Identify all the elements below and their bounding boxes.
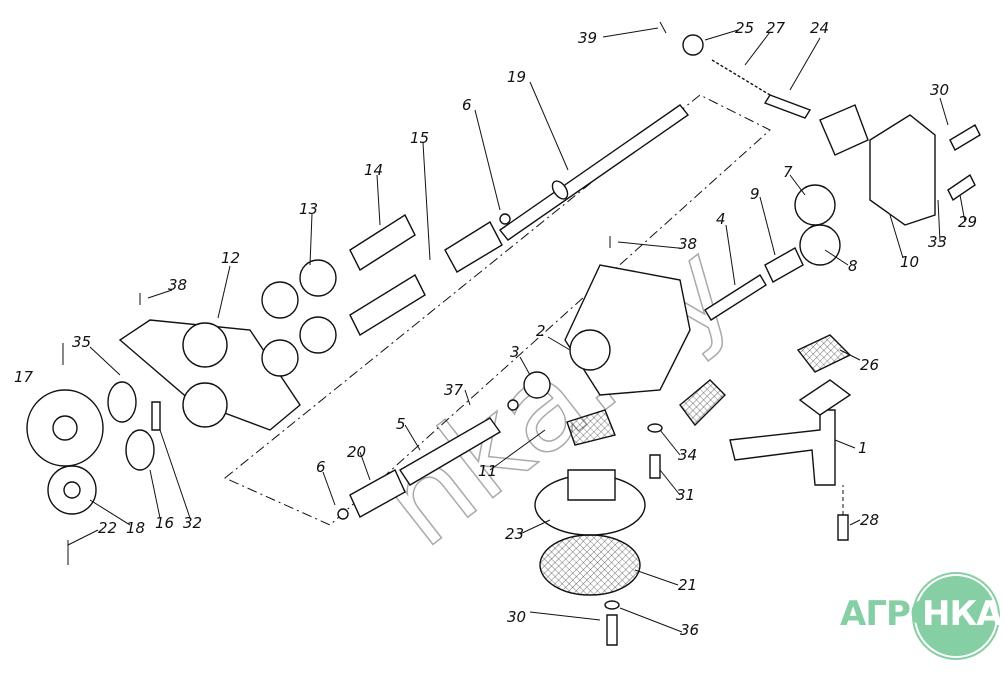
- label-6b: 6: [316, 458, 326, 476]
- spring-27: [711, 59, 771, 96]
- logo-text-left: АГРО: [840, 594, 939, 634]
- ring-16: [125, 429, 155, 471]
- label-14: 14: [364, 161, 383, 179]
- gear-7: [794, 184, 836, 226]
- bolt-32: [151, 401, 161, 431]
- label-30: 30: [930, 81, 949, 99]
- label-36: 36: [680, 621, 699, 639]
- label-7: 7: [783, 163, 793, 181]
- shaft-axis-outline: [224, 94, 771, 526]
- label-38: 38: [168, 276, 187, 294]
- label-38b: 38: [678, 235, 697, 253]
- label-6: 6: [462, 96, 472, 114]
- label-26: 26: [860, 356, 879, 374]
- valve-bushing: [819, 104, 869, 156]
- label-34: 34: [678, 446, 697, 464]
- gear-sleeve-6: [444, 221, 503, 273]
- leader-lines: [67, 27, 966, 633]
- washer-34: [647, 423, 663, 433]
- label-17: 17: [14, 368, 34, 386]
- label-4: 4: [716, 210, 726, 228]
- label-2: 2: [536, 322, 546, 340]
- cover-10: [869, 114, 936, 226]
- label-9: 9: [750, 185, 760, 203]
- housing-12: [118, 319, 301, 431]
- label-5: 5: [396, 415, 406, 433]
- washer-6b: [499, 213, 511, 225]
- gasket-11: [566, 409, 616, 446]
- label-29: 29: [958, 213, 977, 231]
- label-8: 8: [848, 257, 858, 275]
- label-3: 3: [510, 343, 520, 361]
- gear-sleeve-20: [349, 469, 406, 518]
- strainer-flange: [567, 469, 616, 501]
- label-21: 21: [678, 576, 697, 594]
- label-1: 1: [858, 439, 868, 457]
- shaft-14: [349, 213, 416, 272]
- pipe-flange: [798, 379, 852, 416]
- gasket-a: [679, 379, 726, 427]
- label-28: 28: [860, 511, 879, 529]
- plug-25: [682, 34, 704, 56]
- washer-37: [507, 399, 519, 411]
- bolt-30: [949, 124, 981, 151]
- pump-body-2: [564, 264, 691, 396]
- gear-8: [799, 224, 841, 266]
- logo-circle: [914, 574, 998, 658]
- screen-21: [539, 534, 641, 596]
- label-39: 39: [578, 29, 597, 47]
- label-33: 33: [928, 233, 947, 251]
- label-13: 13: [299, 200, 318, 218]
- valve-24: [763, 94, 812, 119]
- washer-35: [107, 381, 137, 423]
- label-12: 12: [221, 249, 240, 267]
- label-30b: 30: [507, 608, 526, 626]
- label-37: 37: [444, 381, 464, 399]
- bushings-13: [261, 259, 337, 377]
- label-35: 35: [72, 333, 91, 351]
- label-24: 24: [810, 19, 829, 37]
- shaft-19: [498, 104, 690, 241]
- label-25: 25: [735, 19, 754, 37]
- label-15: 15: [410, 129, 429, 147]
- bolt-28: [837, 514, 849, 541]
- washer-6: [337, 508, 349, 520]
- label-11: 11: [478, 462, 497, 480]
- bolt-29: [947, 173, 976, 202]
- label-31: 31: [676, 486, 695, 504]
- bolt-30b: [606, 614, 618, 646]
- bushing-9: [764, 247, 804, 283]
- label-22: 22: [98, 519, 117, 537]
- intake-pipe-1: [729, 409, 836, 486]
- label-19: 19: [507, 68, 526, 86]
- label-20: 20: [347, 443, 366, 461]
- pin-39: [659, 21, 667, 34]
- axle-4: [704, 274, 767, 321]
- bolt-31: [649, 454, 661, 479]
- label-10: 10: [900, 253, 919, 271]
- agronka-logo: АГРО НКА: [832, 574, 1003, 660]
- shaft-5: [399, 417, 502, 486]
- washer-36: [604, 600, 620, 610]
- shaft-15: [349, 274, 426, 336]
- gasket-26: [796, 334, 852, 373]
- logo-text-right: НКА: [922, 594, 1003, 634]
- label-23: 23: [505, 525, 524, 543]
- bushing-3: [523, 371, 551, 399]
- label-27: 27: [766, 19, 786, 37]
- callout-labels: 39 25 27 24 30 19 6 15 14 13 12 38 7 9 4…: [14, 19, 977, 639]
- label-16: 16: [155, 514, 174, 532]
- label-32: 32: [183, 514, 202, 532]
- label-18: 18: [126, 519, 145, 537]
